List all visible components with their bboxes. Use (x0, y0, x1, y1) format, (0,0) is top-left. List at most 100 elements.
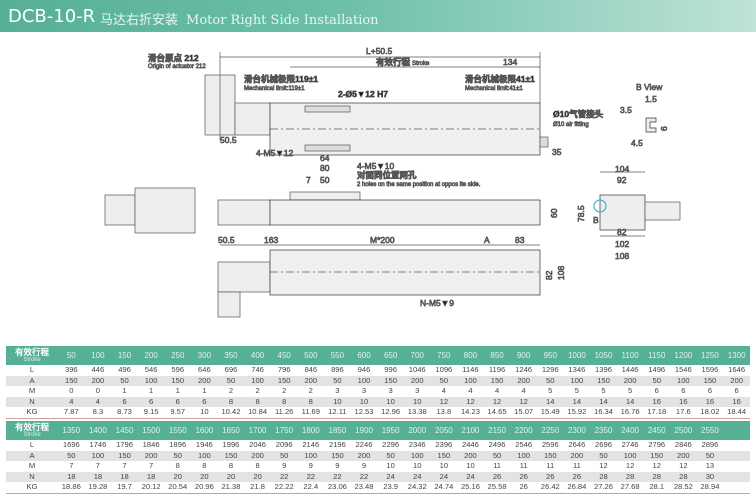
table-cell: 4 (58, 396, 85, 407)
row-label: N (6, 471, 58, 482)
table-cell: 23.48 (350, 482, 378, 494)
table-cell: 24 (377, 471, 404, 482)
stroke-label-en: Stroke (23, 356, 41, 363)
limit-right-en: Mechanical limit:41±1 (465, 86, 523, 92)
table-cell: 1146 (462, 365, 479, 374)
dim-83: 83 (515, 235, 525, 245)
table-cell: 28.1 (643, 482, 671, 494)
table-cell: 596 (171, 365, 185, 374)
end-dim-104: 104 (615, 164, 629, 174)
end-dim-108: 108 (615, 251, 629, 261)
limit-right: 滑台机械极限41±1 (465, 74, 535, 84)
table-cell: 8 (228, 461, 234, 470)
table-cell: 10 (324, 396, 351, 407)
table-cell: 5 (601, 386, 606, 395)
table-cell: 1396 (595, 365, 612, 374)
table-cell: 446 (91, 365, 105, 374)
stroke-value: 600 (350, 346, 378, 365)
screw-bottom-label: N-M5▼9 (420, 298, 454, 308)
end-dim-82: 82 (617, 227, 627, 237)
table-cell: 1746 (89, 440, 107, 449)
table-cell: 150 (483, 375, 511, 386)
table-cell: 12 (430, 396, 458, 407)
table-cell: 50 (270, 450, 298, 461)
stroke-value: 2400 (616, 421, 644, 440)
table-cell: 150 (270, 375, 298, 386)
table-cell: 17.6 (670, 407, 697, 419)
fitting-label-en: Ø10 air fitting (553, 122, 589, 128)
table-cell: 20.54 (164, 482, 192, 494)
dim-82: 82 (544, 270, 554, 280)
table-cell: 746 (251, 365, 264, 374)
table-cell: 200 (563, 450, 591, 461)
stroke-value: 2000 (403, 421, 431, 440)
table-cell: 6 (164, 396, 192, 407)
table-cell: 16.34 (590, 407, 617, 419)
table-cell: 50 (643, 375, 671, 386)
dim-50-5-top: 50.5 (220, 135, 237, 145)
stroke-value: 2050 (430, 421, 458, 440)
end-dim-92: 92 (617, 175, 627, 185)
title-cn: 马达右折安装 (100, 13, 179, 28)
row-label: N (6, 396, 58, 407)
table-cell: 100 (616, 450, 644, 461)
stroke-value: 2550 (696, 421, 724, 440)
origin-label-en: Origin of actuator 212 (148, 64, 206, 70)
table-cell: 20 (191, 471, 218, 482)
end-dim-134: 134 (503, 57, 517, 67)
stroke-value: 1950 (377, 421, 404, 440)
dim-108: 108 (556, 266, 566, 280)
table-cell: 150 (111, 450, 138, 461)
stroke-value: 2500 (670, 421, 697, 440)
table-cell: 13 (705, 461, 715, 470)
table-cell: 2796 (648, 440, 666, 449)
table-cell: 2296 (382, 440, 400, 449)
table-cell: 18 (84, 471, 112, 482)
table-cell: 3 (361, 386, 367, 395)
stroke-value: 500 (297, 346, 325, 365)
table-cell: 1996 (222, 440, 240, 449)
table-cell: 2646 (568, 440, 586, 449)
table-cell: 8 (175, 461, 180, 470)
table-cell: 50 (58, 450, 85, 461)
stroke-value: 1800 (297, 421, 325, 440)
table-cell: 200 (670, 450, 697, 461)
table-cell: 21.8 (244, 482, 271, 494)
empty-cell (723, 440, 750, 451)
table-cell: 100 (670, 375, 697, 386)
table-cell: 12 (652, 461, 661, 470)
stroke-value: 1450 (111, 421, 138, 440)
table-cell: 2696 (595, 440, 612, 449)
stroke-value: 2250 (536, 421, 564, 440)
stroke-label-cn: 有效行程 (14, 346, 49, 357)
table-cell: 100 (457, 375, 484, 386)
table-cell: 2446 (461, 440, 479, 449)
table-cell: 8 (255, 461, 260, 470)
table-cell: 18 (137, 471, 165, 482)
table-cell: 5 (548, 386, 553, 395)
table-cell: 100 (244, 375, 271, 386)
table-cell: 696 (224, 365, 238, 374)
table-cell: 2396 (435, 440, 453, 449)
empty-cell (723, 471, 750, 482)
table-cell: 1646 (728, 365, 746, 374)
row-label: M (28, 386, 36, 395)
pin-holes-label: 2-Ø5▼12 H7 (338, 89, 388, 99)
table-cell: 12.11 (324, 407, 351, 419)
table-cell: 150 (536, 450, 564, 461)
table-cell: 2896 (701, 440, 719, 449)
stroke-value: 1850 (324, 421, 351, 440)
table-cell: 1596 (701, 365, 719, 374)
dim-50-5-bottom: 50.5 (218, 235, 235, 245)
stroke-value: 1550 (164, 421, 192, 440)
stroke-value: 700 (403, 346, 431, 365)
table-cell: 10 (386, 461, 395, 470)
table-cell: 28 (670, 471, 697, 482)
